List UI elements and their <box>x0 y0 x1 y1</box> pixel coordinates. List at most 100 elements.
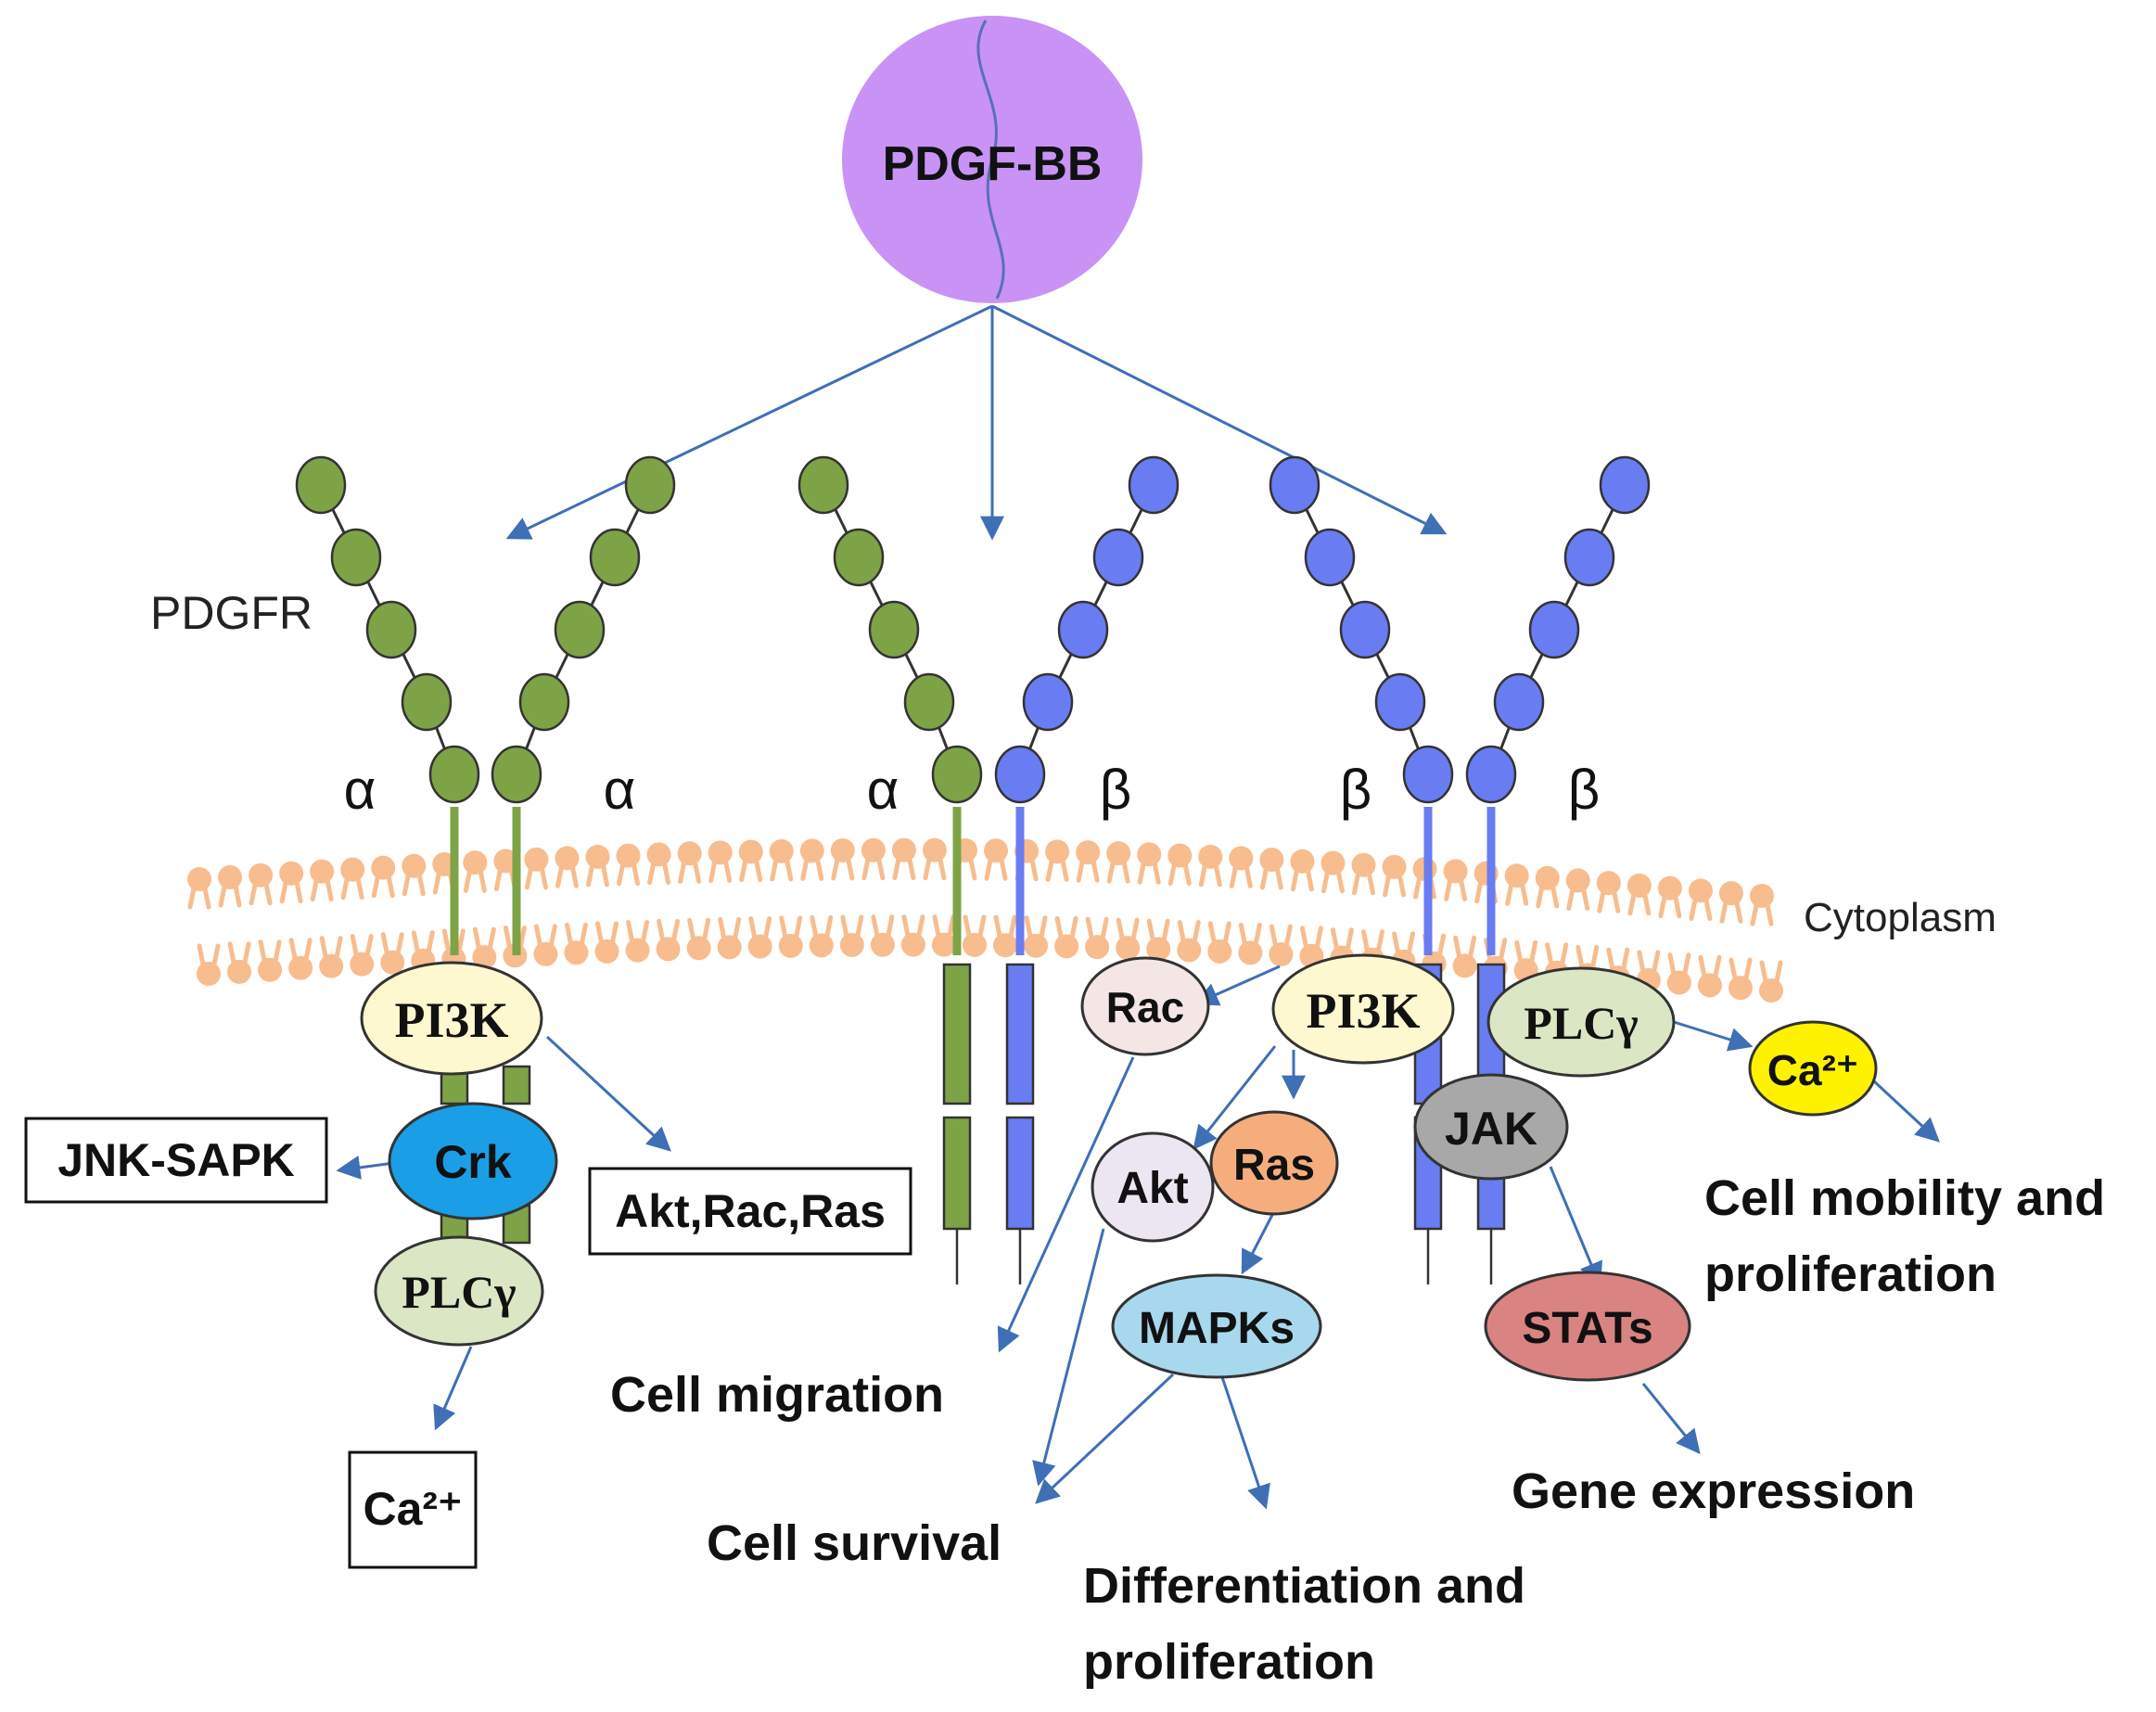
arrow-to-beta-beta <box>991 304 1448 535</box>
outcome-cell-migration: Cell migration <box>610 1367 944 1423</box>
ig-domain <box>1465 745 1517 804</box>
subunit-label-beta-2: β <box>1340 759 1372 821</box>
ig-domain <box>931 745 983 804</box>
ig-domain <box>994 745 1046 804</box>
lipid-molecule <box>1382 854 1407 898</box>
receptor-dimers <box>295 455 1651 1284</box>
lipid-molecule <box>900 914 925 957</box>
jnk-sapk-box <box>24 1117 328 1204</box>
arrow-plcg-to-ca-box <box>433 1346 473 1431</box>
lipid-molecule <box>1137 842 1162 885</box>
subunit-label-alpha-3: α <box>867 759 899 821</box>
lipid-molecule <box>1750 884 1774 926</box>
akt-rac-ras-box <box>588 1167 912 1256</box>
ig-domain <box>1057 600 1109 659</box>
calcium-box-left <box>348 1450 478 1569</box>
lipid-molecule <box>319 936 344 978</box>
subunit-label-alpha-1: α <box>344 759 376 821</box>
ig-domain <box>1563 528 1615 587</box>
lipid-molecule <box>738 839 763 883</box>
ig-domain <box>365 600 417 659</box>
ig-domain <box>518 672 570 732</box>
arrow-pi3k-to-akt <box>1193 1045 1277 1151</box>
ig-domain <box>624 455 676 515</box>
akt-rac-ras-label: Akt,Rac,Ras <box>615 1185 886 1237</box>
ig-domain <box>1269 455 1320 515</box>
lipid-molecule <box>218 864 243 908</box>
lipid-molecule <box>1085 916 1110 960</box>
crk-node <box>388 1102 558 1220</box>
lipid-molecule <box>594 921 619 964</box>
lipid-molecule <box>646 842 671 885</box>
arrow-mapks-to-survival <box>1035 1373 1175 1504</box>
arrow-ras-to-mapks <box>1241 1214 1274 1275</box>
akt-label: Akt <box>1116 1164 1188 1213</box>
lipid-molecule <box>708 840 733 883</box>
lipid-molecule <box>1697 954 1722 998</box>
lipid-molecule <box>778 915 803 958</box>
lipid-molecule <box>769 838 794 882</box>
jak-node <box>1413 1073 1569 1181</box>
ig-domain <box>903 672 955 732</box>
jak-label: JAK <box>1445 1103 1537 1155</box>
left-effectors: PI3K Crk PLCγ JNK-SAPK Akt,Rac,Ras Ca²⁺ <box>24 961 912 1569</box>
lipid-molecule <box>1351 852 1376 896</box>
receptor-alpha-1 <box>295 455 480 955</box>
plcg-label-left: PLCγ <box>402 1266 516 1318</box>
lipid-molecule <box>870 914 895 957</box>
lipid-molecule <box>197 943 221 986</box>
lipid-molecule <box>1565 868 1590 911</box>
ig-domain <box>491 745 542 804</box>
pi3k-label-right: PI3K <box>1306 983 1420 1039</box>
lipid-molecule <box>1198 844 1223 888</box>
calcium-label-right: Ca²⁺ <box>1767 1046 1858 1094</box>
lipid-molecule <box>625 920 650 963</box>
lipid-molecule <box>1045 839 1070 882</box>
kinase-domain-upper <box>1005 963 1035 1105</box>
lipid-molecule <box>686 917 711 961</box>
subunit-labels: α α α β β β <box>344 759 1601 821</box>
lipid-molecule <box>555 846 580 888</box>
lipid-molecule <box>993 914 1018 958</box>
lipid-molecule <box>656 918 681 962</box>
lipid-molecule <box>809 914 834 958</box>
receptor-alpha-3 <box>797 455 983 1284</box>
lipid-molecule <box>677 841 702 884</box>
ig-domain <box>330 528 382 587</box>
lipid-molecule <box>227 941 252 984</box>
lipid-molecule <box>472 926 497 970</box>
rac-node <box>1080 956 1210 1056</box>
calcium-node-right <box>1748 1020 1878 1117</box>
lipid-molecule <box>962 914 987 957</box>
pi3k-node-left <box>360 961 543 1076</box>
kinase-domain-lower <box>942 1116 972 1231</box>
lipid-molecule <box>1627 873 1652 916</box>
arrow-stats-to-gene-expression <box>1641 1383 1701 1455</box>
ig-domain <box>1374 672 1426 732</box>
ig-domain <box>1022 672 1074 732</box>
outcome-cell-survival: Cell survival <box>707 1515 1001 1571</box>
ig-domain <box>1339 600 1391 659</box>
ig-domain <box>589 528 641 587</box>
lipid-molecule <box>1728 957 1753 1001</box>
ig-domain <box>1402 745 1454 804</box>
lipid-molecule <box>380 932 405 975</box>
right-effectors: Rac PI3K PLCγ Ca²⁺ Akt Ras JAK MAPKs STA… <box>1080 953 1878 1382</box>
akt-node <box>1091 1131 1215 1243</box>
arrow-plcg-to-ca <box>1673 1020 1754 1052</box>
lipid-molecule <box>891 837 916 881</box>
subunit-label-alpha-2: α <box>604 759 636 821</box>
lipid-molecule <box>839 914 864 957</box>
stats-node <box>1484 1271 1691 1382</box>
lipid-molecule <box>1177 919 1202 963</box>
ras-node <box>1209 1110 1339 1216</box>
lipid-molecule <box>310 859 335 902</box>
kinase-domain-upper <box>942 963 972 1105</box>
lipid-molecule <box>585 844 610 888</box>
arrow-akt-to-survival <box>1032 1228 1105 1487</box>
plcg-node-left <box>374 1235 544 1347</box>
ig-domain <box>1304 528 1356 587</box>
mapks-label: MAPKs <box>1139 1304 1295 1353</box>
lipid-molecule <box>463 850 488 893</box>
crk-label: Crk <box>434 1136 512 1188</box>
